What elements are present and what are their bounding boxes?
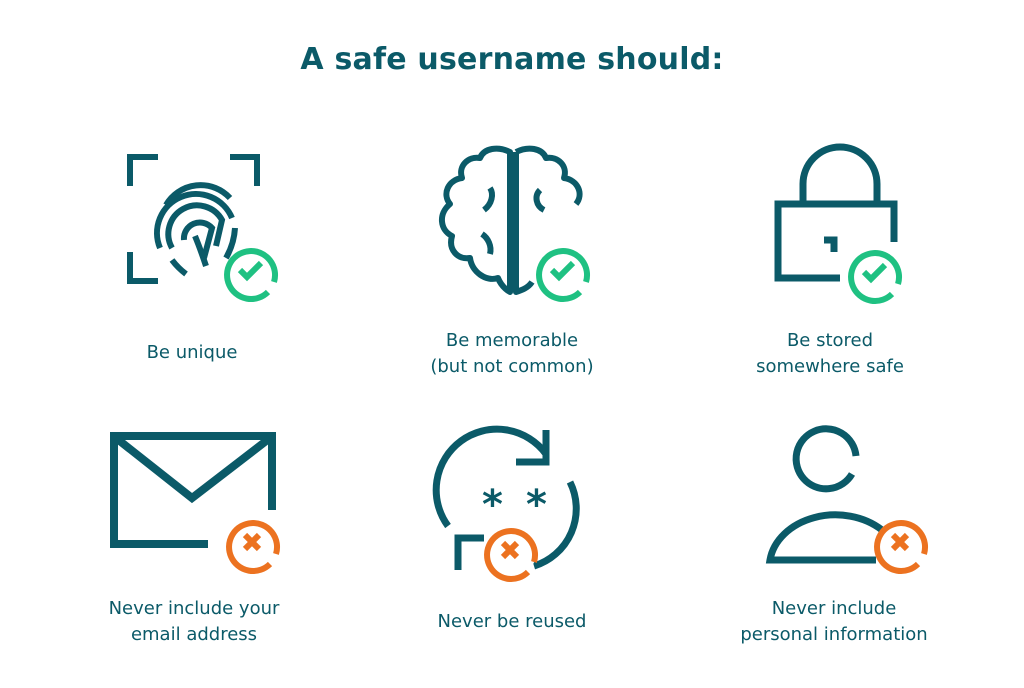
svg-text:*: * (482, 482, 503, 528)
page-title: A safe username should: (300, 42, 724, 77)
label-never-email: Never include your email address (108, 598, 280, 645)
password-reuse-icon: * * (432, 425, 598, 576)
label-never-personal-info: Never include personal information (740, 598, 928, 645)
label-never-reused: Never be reused (437, 611, 587, 632)
padlock-icon (770, 143, 930, 306)
person-icon (764, 425, 934, 566)
brain-icon (432, 142, 592, 302)
x-badge-icon (868, 510, 932, 574)
x-badge-icon (478, 518, 542, 582)
fingerprint-icon (120, 148, 290, 298)
label-be-stored-safe: Be stored somewhere safe (756, 330, 904, 377)
envelope-icon (108, 430, 278, 560)
x-badge-icon (220, 510, 284, 574)
label-be-unique: Be unique (146, 342, 238, 363)
check-badge-icon (218, 238, 282, 302)
check-badge-icon (530, 238, 594, 302)
svg-text:*: * (526, 482, 547, 528)
check-badge-icon (842, 240, 906, 304)
label-be-memorable: Be memorable (but not common) (430, 330, 594, 377)
